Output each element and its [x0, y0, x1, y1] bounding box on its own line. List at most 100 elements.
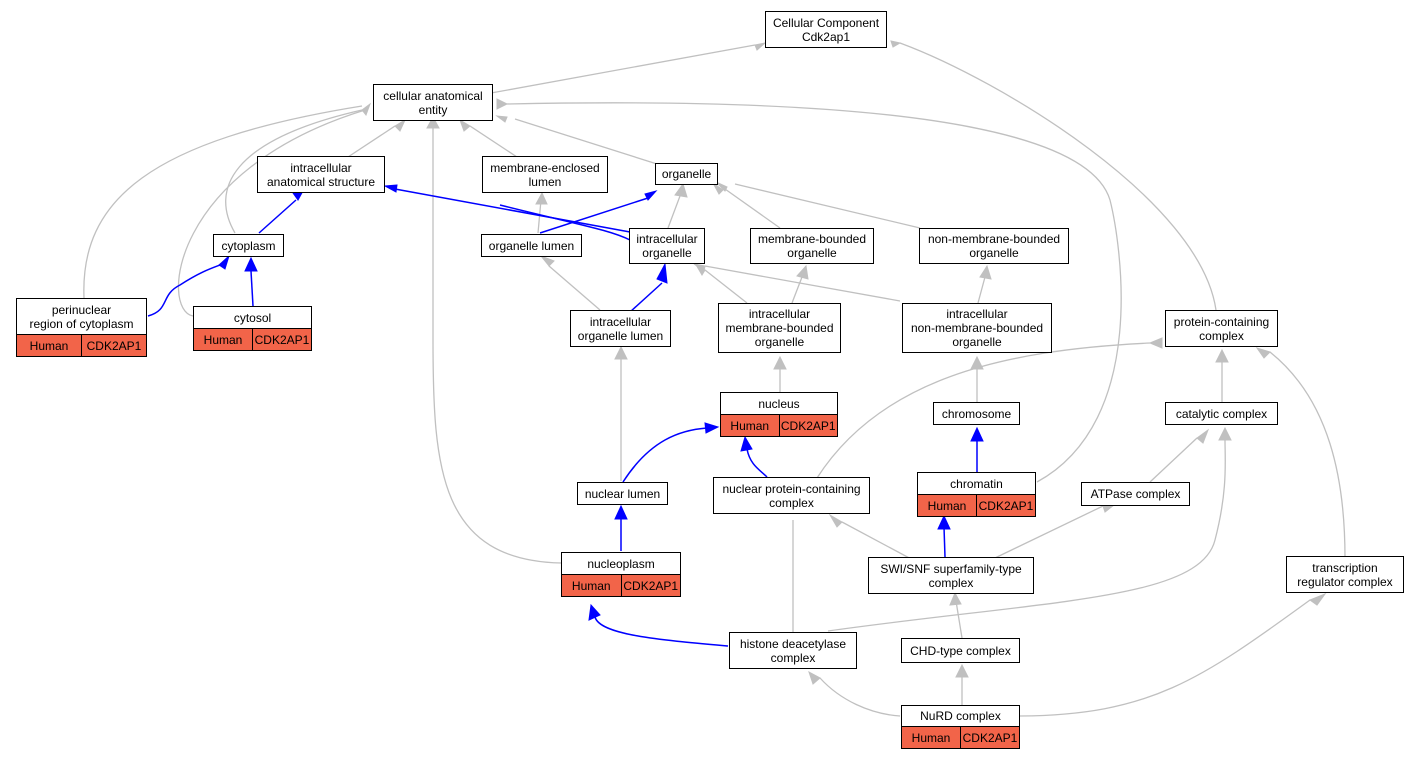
- arrowhead: [539, 254, 555, 267]
- node-intracellular-membrane-bounded-organelle[interactable]: intracellular membrane-bounded organelle: [718, 303, 841, 353]
- node-label: intracellular non-membrane-bounded organ…: [910, 307, 1044, 349]
- node-nurd-complex[interactable]: NuRD complex Human CDK2AP1: [901, 705, 1020, 749]
- node-organelle-lumen[interactable]: organelle lumen: [481, 234, 582, 257]
- edge: [841, 521, 914, 561]
- node-intracellular-non-membrane-bounded-organelle[interactable]: intracellular non-membrane-bounded organ…: [902, 303, 1052, 353]
- node-label: organelle: [661, 167, 712, 181]
- edge: [955, 600, 963, 639]
- node-catalytic-complex[interactable]: catalytic complex: [1165, 402, 1278, 425]
- arrowhead: [1255, 347, 1271, 359]
- gene-label[interactable]: CDK2AP1: [976, 495, 1035, 516]
- node-histone-deacetylase-complex[interactable]: histone deacetylase complex: [729, 632, 857, 669]
- gene-label[interactable]: CDK2AP1: [778, 415, 838, 436]
- arrowhead: [614, 345, 628, 360]
- node-non-membrane-bounded-organelle[interactable]: non-membrane-bounded organelle: [919, 228, 1069, 264]
- node-label: transcription regulator complex: [1297, 560, 1393, 589]
- annotation-row: Human CDK2AP1: [562, 574, 680, 596]
- edge: [819, 677, 901, 717]
- highlight-edge: [147, 264, 221, 317]
- node-intracellular-organelle[interactable]: intracellular organelle: [629, 228, 705, 264]
- arrowhead: [715, 181, 728, 192]
- node-label: membrane-bounded organelle: [757, 232, 867, 260]
- node-perinuclear-region[interactable]: perinuclear region of cytoplasm Human CD…: [16, 298, 147, 357]
- annotation-row: Human CDK2AP1: [17, 334, 146, 356]
- arrowhead: [1196, 428, 1210, 444]
- highlight-edge: [622, 427, 708, 483]
- gene-label[interactable]: CDK2AP1: [960, 727, 1019, 748]
- arrowhead: [828, 513, 843, 528]
- highlight-edge: [258, 199, 297, 234]
- node-nuclear-lumen[interactable]: nuclear lumen: [577, 482, 668, 505]
- node-nuclear-protein-containing-complex[interactable]: nuclear protein-containing complex: [713, 477, 870, 514]
- node-label: cellular anatomical entity: [383, 88, 483, 117]
- node-label: nuclear protein-containing complex: [722, 481, 861, 510]
- edge: [734, 183, 921, 229]
- node-label: NuRD complex: [920, 709, 1001, 723]
- gene-label[interactable]: CDK2AP1: [252, 329, 311, 350]
- species-label: Human: [571, 578, 611, 593]
- node-cellular-component-root[interactable]: Cellular Component Cdk2ap1: [765, 11, 887, 48]
- node-label: SWI/SNF superfamily-type complex: [880, 561, 1022, 590]
- arrowhead: [1102, 504, 1116, 513]
- node-chd-type-complex[interactable]: CHD-type complex: [901, 638, 1020, 663]
- edge: [1269, 351, 1346, 559]
- arrowhead: [361, 102, 372, 117]
- node-swi-snf-superfamily-type-complex[interactable]: SWI/SNF superfamily-type complex: [868, 557, 1034, 594]
- highlight-edge: [539, 197, 649, 234]
- edge: [548, 265, 601, 311]
- node-label: nuclear lumen: [584, 486, 661, 501]
- node-label: cytosol: [233, 310, 272, 325]
- node-chromosome[interactable]: chromosome: [933, 402, 1020, 425]
- node-label: nucleus: [758, 396, 800, 411]
- node-label: intracellular anatomical structure: [266, 160, 376, 189]
- node-label: chromatin: [950, 476, 1003, 491]
- node-cytoplasm[interactable]: cytoplasm: [213, 234, 284, 257]
- edge: [347, 125, 396, 158]
- arrowhead: [754, 42, 767, 51]
- node-label: chromosome: [941, 406, 1012, 421]
- node-membrane-enclosed-lumen[interactable]: membrane-enclosed lumen: [482, 156, 608, 193]
- node-label: protein-containing complex: [1173, 314, 1270, 343]
- node-organelle[interactable]: organelle: [655, 163, 718, 185]
- highlight-arrowhead: [614, 504, 628, 520]
- highlight-arrowhead: [656, 262, 668, 284]
- arrowhead: [808, 670, 821, 685]
- arrowhead: [1215, 348, 1229, 363]
- highlight-edge: [250, 270, 254, 307]
- edge: [704, 269, 748, 304]
- highlight-edge: [943, 526, 946, 558]
- highlight-arrowhead: [740, 435, 753, 452]
- node-nucleoplasm[interactable]: nucleoplasm Human CDK2AP1: [561, 552, 681, 597]
- species-label: Human: [911, 730, 951, 745]
- arrowhead: [955, 663, 969, 678]
- arrowhead: [459, 118, 471, 132]
- annotation-row: Human CDK2AP1: [902, 726, 1019, 748]
- arrowhead: [773, 355, 787, 370]
- node-atpase-complex[interactable]: ATPase complex: [1081, 482, 1190, 506]
- node-intracellular-anatomical-structure[interactable]: intracellular anatomical structure: [257, 156, 385, 193]
- edge: [177, 109, 366, 317]
- node-protein-containing-complex[interactable]: protein-containing complex: [1165, 310, 1278, 347]
- gene-label[interactable]: CDK2AP1: [620, 575, 681, 596]
- gene-label[interactable]: CDK2AP1: [81, 335, 146, 356]
- edge: [977, 276, 986, 304]
- arrowhead: [495, 115, 508, 123]
- node-intracellular-organelle-lumen[interactable]: intracellular organelle lumen: [570, 310, 671, 347]
- highlight-edge: [594, 616, 729, 647]
- edge: [83, 105, 363, 299]
- highlight-edge: [499, 204, 631, 241]
- edge: [704, 265, 901, 302]
- edge: [514, 118, 658, 165]
- node-cellular-anatomical-entity[interactable]: cellular anatomical entity: [373, 84, 493, 121]
- edge: [432, 128, 562, 564]
- highlight-arrowhead: [244, 256, 258, 272]
- node-nucleus[interactable]: nucleus Human CDK2AP1: [720, 392, 838, 437]
- node-label: intracellular organelle lumen: [577, 314, 664, 343]
- node-cytosol[interactable]: cytosol Human CDK2AP1: [193, 306, 312, 351]
- annotation-row: Human CDK2AP1: [721, 414, 837, 436]
- node-membrane-bounded-organelle[interactable]: membrane-bounded organelle: [750, 228, 874, 264]
- node-chromatin[interactable]: chromatin Human CDK2AP1: [917, 472, 1036, 517]
- edge: [537, 199, 542, 234]
- node-transcription-regulator-complex[interactable]: transcription regulator complex: [1286, 556, 1404, 593]
